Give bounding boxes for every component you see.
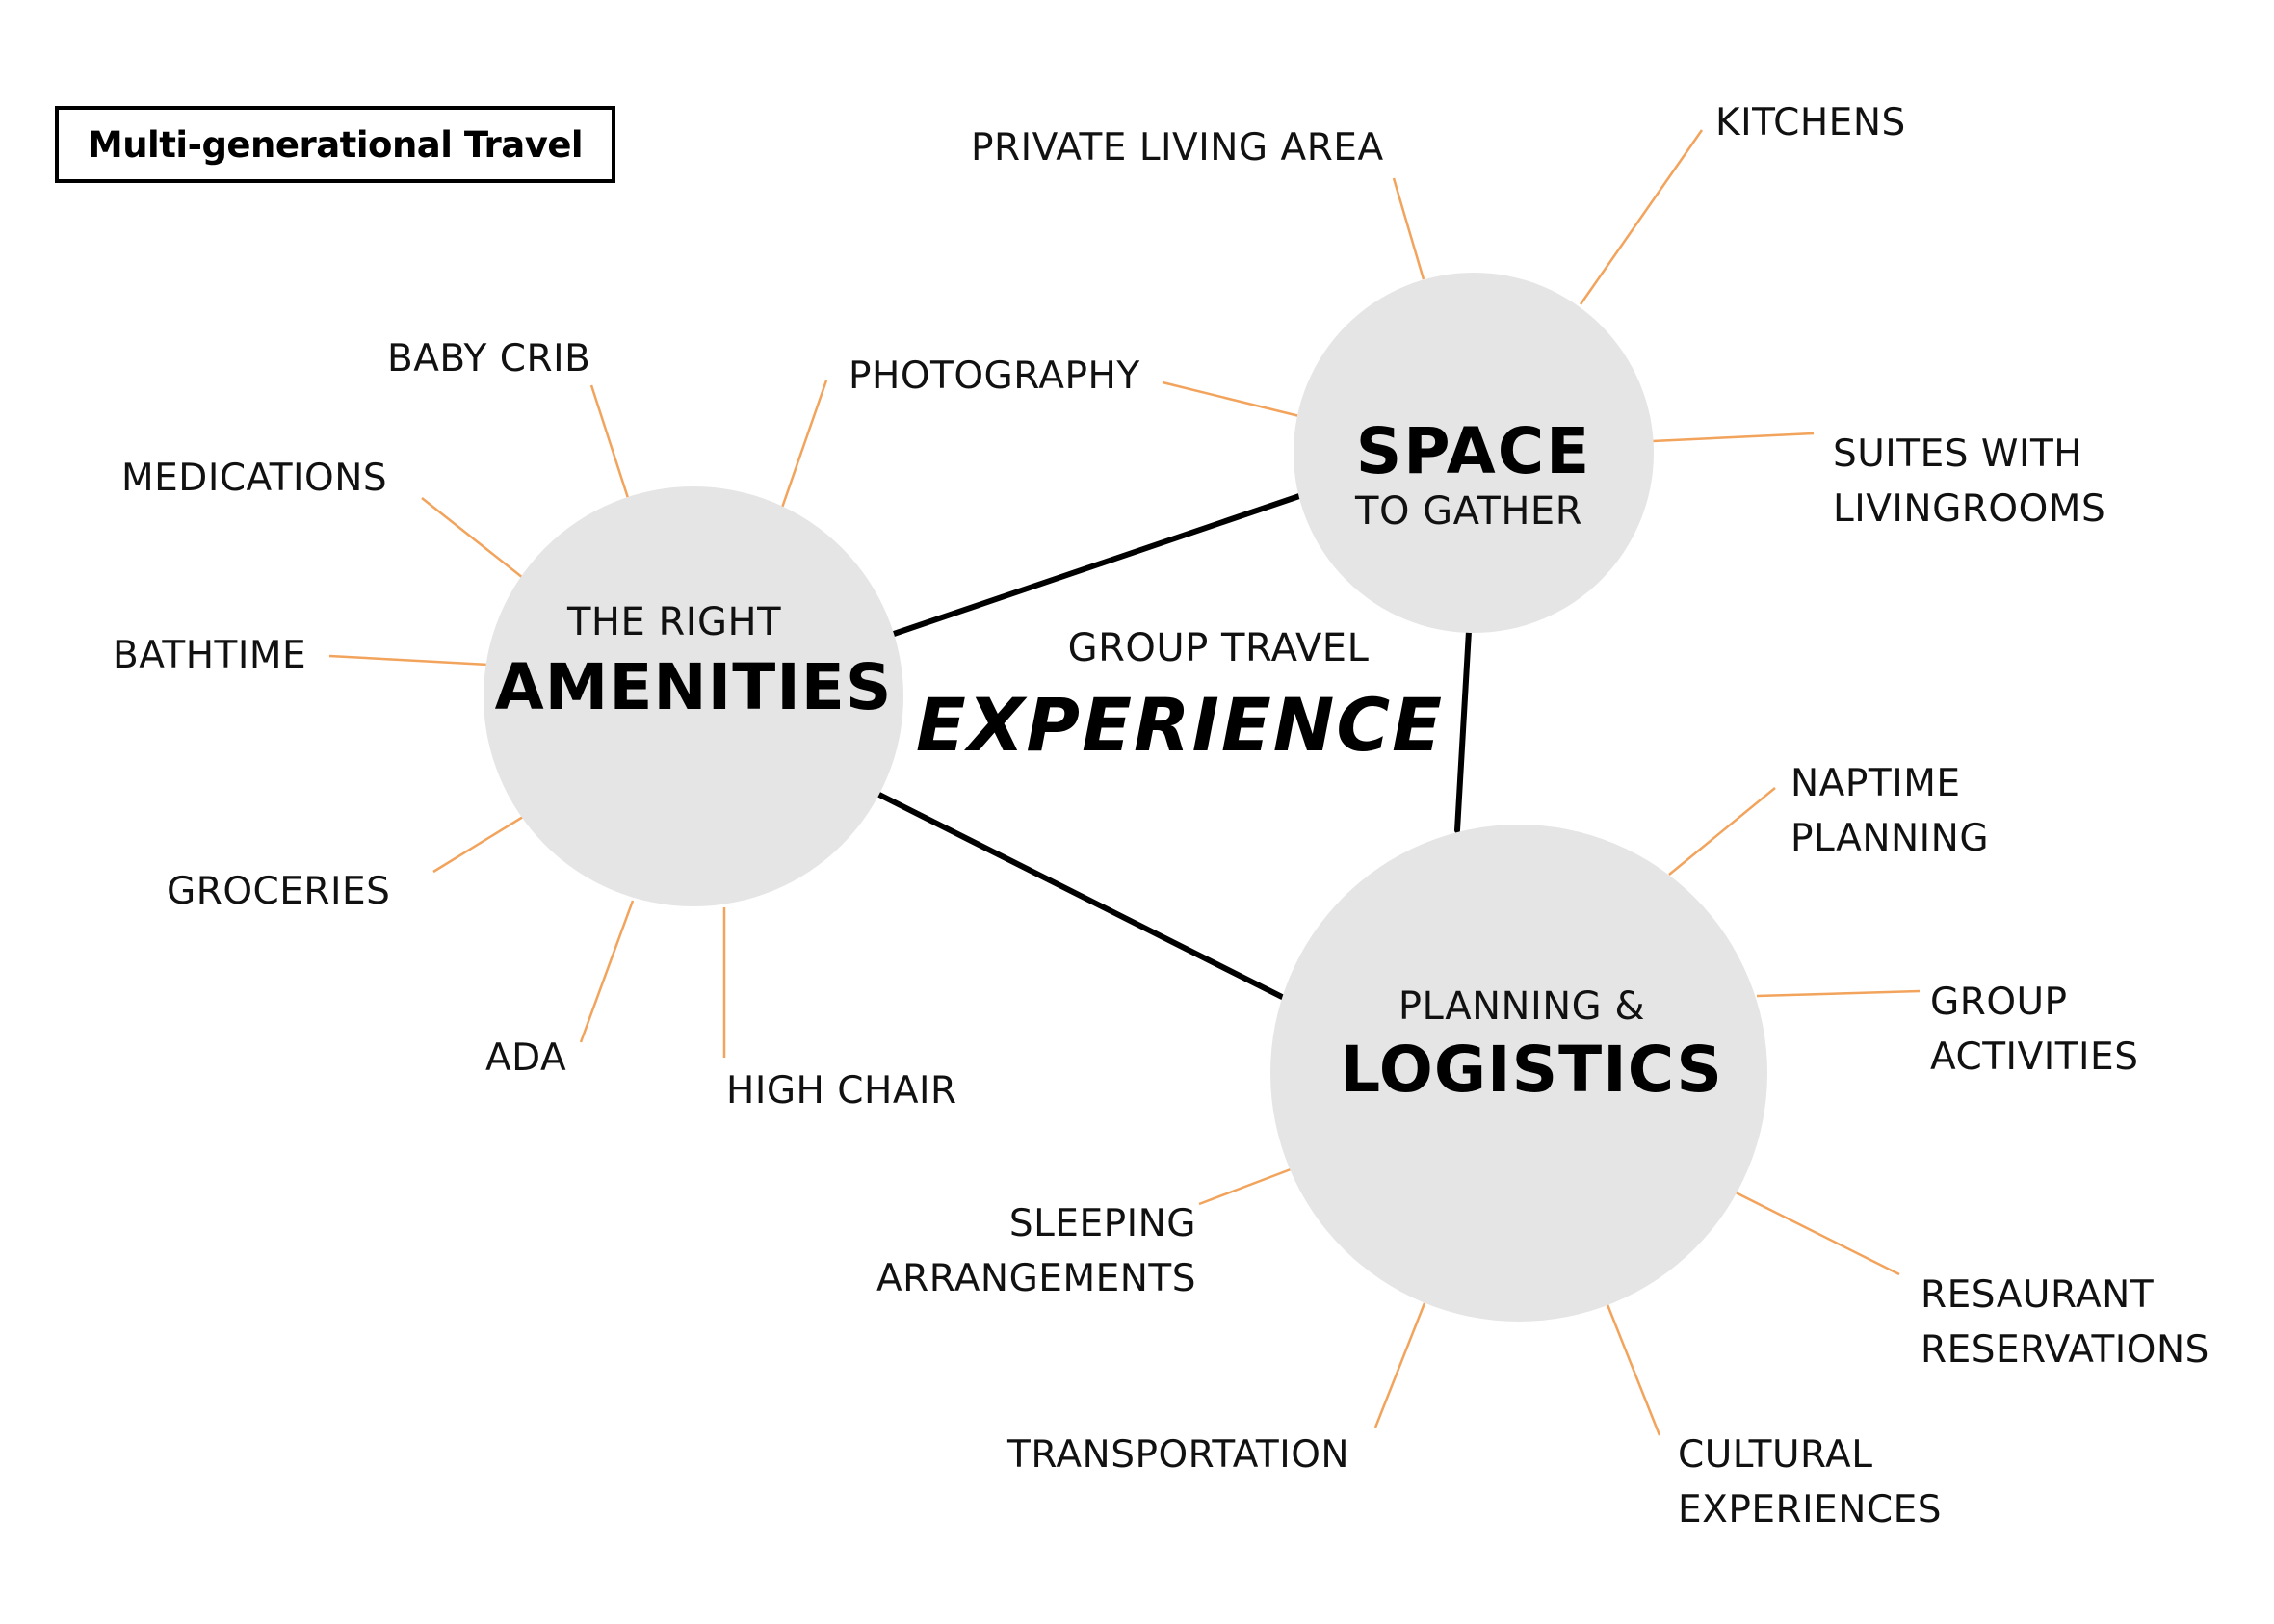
- label-restaurant-line2: RESERVATIONS: [1921, 1328, 2209, 1372]
- label-sleeping-line1: SLEEPING: [1008, 1202, 1196, 1245]
- spoke-cultural: [1605, 1301, 1661, 1436]
- label-suites: SUITES WITH LIVINGROOMS: [1833, 427, 2105, 537]
- center-title: EXPERIENCE: [915, 682, 1445, 768]
- label-sleeping-line2: ARRANGEMENTS: [876, 1257, 1196, 1300]
- spoke-lines: [328, 129, 1921, 1436]
- label-ada: ADA: [485, 1036, 567, 1080]
- label-naptime-line2: PLANNING: [1790, 817, 1990, 860]
- label-cultural-line2: EXPERIENCES: [1678, 1488, 1943, 1532]
- label-transportation: TRANSPORTATION: [1007, 1433, 1350, 1477]
- logistics-circle: [1270, 825, 1767, 1322]
- logistics-subtitle: PLANNING &: [1398, 984, 1646, 1029]
- spoke-groceries: [432, 815, 524, 874]
- label-group-activities-line1: GROUP: [1930, 981, 2068, 1024]
- label-group-activities: GROUP ACTIVITIES: [1930, 975, 2138, 1085]
- hub-circles: [484, 273, 1767, 1322]
- spoke-baby-crib: [589, 384, 630, 499]
- spoke-naptime: [1668, 787, 1776, 876]
- label-bathtime: BATHTIME: [113, 634, 307, 677]
- space-circle: [1294, 273, 1654, 633]
- label-naptime-line1: NAPTIME: [1790, 762, 1961, 805]
- spoke-restaurant: [1735, 1191, 1900, 1276]
- label-private-living-area: PRIVATE LIVING AREA: [971, 126, 1384, 170]
- diagram-title: Multi-generational Travel: [55, 106, 615, 183]
- label-cultural: CULTURAL EXPERIENCES: [1678, 1428, 1942, 1537]
- amenities-title: AMENITIES: [494, 650, 893, 724]
- connector-amenities-logistics: [876, 792, 1285, 1000]
- center-subtitle: GROUP TRAVEL: [1067, 626, 1370, 670]
- spoke-photography: [780, 380, 828, 509]
- connector-amenities-space: [891, 492, 1305, 637]
- spoke-sleeping: [1198, 1167, 1292, 1206]
- space-subtitle: TO GATHER: [1355, 489, 1582, 534]
- spoke-private-living-area: [1392, 177, 1425, 280]
- label-high-chair: HIGH CHAIR: [726, 1069, 957, 1113]
- label-suites-line2: LIVINGROOMS: [1833, 487, 2106, 531]
- label-sleeping: SLEEPING ARRANGEMENTS: [848, 1196, 1196, 1306]
- spoke-suites: [1652, 432, 1815, 443]
- label-restaurant: RESAURANT RESERVATIONS: [1921, 1268, 2209, 1377]
- label-group-activities-line2: ACTIVITIES: [1930, 1035, 2139, 1079]
- label-medications: MEDICATIONS: [121, 457, 388, 500]
- space-title: SPACE: [1355, 414, 1592, 488]
- label-suites-line1: SUITES WITH: [1833, 432, 2083, 476]
- label-naptime: NAPTIME PLANNING: [1790, 756, 1989, 866]
- spoke-ada: [579, 900, 635, 1043]
- spoke-transportation: [1373, 1302, 1426, 1428]
- amenities-circle: [484, 486, 903, 906]
- connector-space-logistics: [1454, 628, 1472, 833]
- spoke-bathtime: [328, 654, 489, 667]
- label-restaurant-line1: RESAURANT: [1921, 1273, 2155, 1317]
- logistics-title: LOGISTICS: [1340, 1033, 1723, 1107]
- label-baby-crib: BABY CRIB: [387, 337, 591, 380]
- spoke-photography-space: [1162, 380, 1300, 418]
- label-photography: PHOTOGRAPHY: [849, 354, 1140, 398]
- spoke-kitchens: [1579, 129, 1704, 305]
- label-cultural-line1: CULTURAL: [1678, 1433, 1873, 1477]
- hub-connectors: [876, 492, 1472, 1000]
- label-kitchens: KITCHENS: [1715, 101, 1906, 144]
- label-groceries: GROCERIES: [167, 870, 391, 913]
- amenities-subtitle: THE RIGHT: [566, 600, 782, 644]
- spoke-medications: [421, 497, 524, 579]
- spoke-group-activities: [1756, 989, 1921, 998]
